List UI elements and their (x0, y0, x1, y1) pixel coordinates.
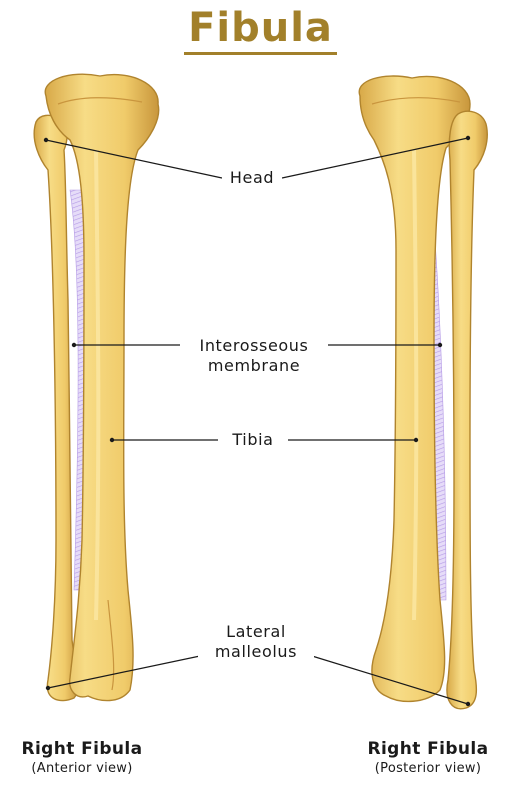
malleolus-line-right (311, 655, 469, 705)
head-line-right (281, 137, 469, 179)
leader-dots (43, 135, 471, 707)
posterior-view-bones (358, 75, 488, 710)
caption-posterior-subtitle: (Posterior view) (374, 761, 482, 776)
page-title: Fibula (184, 6, 337, 55)
caption-anterior-title: Right Fibula (21, 739, 143, 759)
label-interosseous-line2: membrane (207, 356, 301, 375)
malleolus-line-left (47, 655, 201, 689)
fibula-right (446, 110, 488, 710)
label-tibia: Tibia (218, 430, 288, 450)
caption-anterior-subtitle: (Anterior view) (31, 761, 133, 776)
label-lateral-line2: malleolus (214, 642, 298, 661)
label-head-text: Head (229, 168, 275, 187)
tibia-left (44, 73, 160, 702)
label-interosseous-line1: Interosseous (199, 336, 309, 355)
label-head: Head (222, 168, 282, 188)
label-tibia-text: Tibia (232, 430, 274, 449)
head-line-left (45, 139, 223, 179)
title-block: Fibula (0, 6, 521, 55)
anterior-view-bones (33, 73, 160, 702)
caption-posterior: Right Fibula (Posterior view) (338, 738, 518, 778)
caption-posterior-title: Right Fibula (367, 739, 489, 759)
leader-lines (45, 137, 469, 705)
label-lateral-line1: Lateral (226, 622, 286, 641)
label-interosseous-membrane: Interosseous membrane (180, 336, 328, 376)
label-lateral-malleolus: Lateral malleolus (198, 622, 314, 662)
caption-anterior: Right Fibula (Anterior view) (0, 738, 172, 778)
